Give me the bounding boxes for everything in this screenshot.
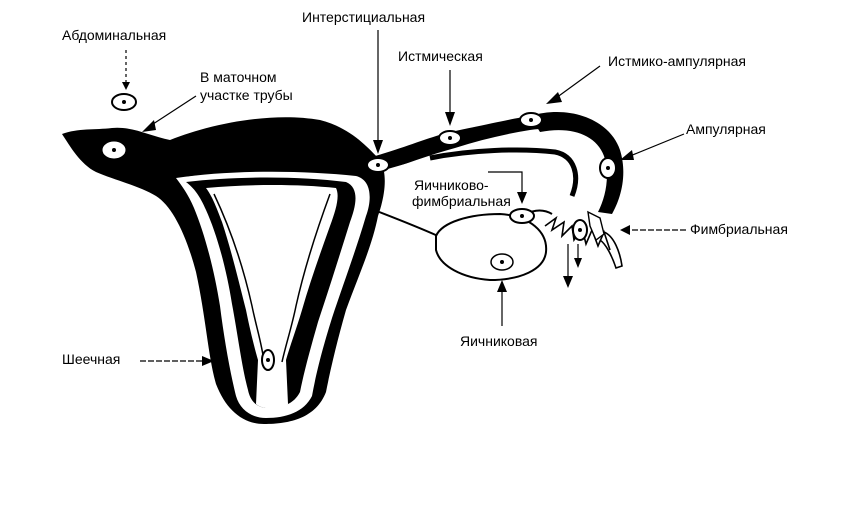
tube-lumen (379, 138, 595, 207)
implantation-sites (102, 93, 617, 371)
label-isthmic: Истмическая (398, 48, 483, 64)
embryo-ampullary (599, 157, 617, 179)
embryo-cervical (261, 349, 275, 371)
uterine-cavity (206, 185, 338, 409)
fallopian-tube (360, 111, 624, 270)
pointer-arrows (122, 30, 686, 366)
label-uterine-part-line2: участке трубы (200, 87, 293, 103)
ovary (435, 212, 548, 282)
ampulla-inner (429, 147, 579, 197)
decidua-dotted (185, 155, 345, 177)
label-ampullary: Ампулярная (686, 121, 766, 137)
tube-ampulla (530, 111, 624, 214)
embryo-ovarian (490, 253, 514, 271)
label-isthmic-ampullary: Истмико-ампулярная (608, 53, 746, 69)
label-ovarian-fimbrial-line2: фимбриальная (412, 193, 511, 209)
ovarian-ligament (373, 209, 439, 237)
embryo-abdominal (111, 93, 137, 111)
fimbriae-tuft (587, 210, 605, 242)
fimbriae (544, 215, 623, 270)
labels: Абдоминальная В маточном участке трубы И… (62, 9, 788, 367)
label-abdominal: Абдоминальная (62, 27, 166, 43)
label-fimbrial: Фимбриальная (690, 221, 788, 237)
embryo-fimbrial (572, 219, 588, 241)
label-ovarian: Яичниковая (460, 333, 538, 349)
arrow-ampullary (629, 133, 685, 157)
label-uterine-part-line1: В маточном (200, 69, 277, 85)
embryo-uterine-horn (102, 141, 126, 159)
embryo-interstitial (366, 157, 390, 173)
arrow-uterine-part (149, 95, 197, 127)
uterus (62, 117, 385, 424)
label-ovarian-fimbrial-line1: Яичниково- (414, 177, 489, 193)
embryo-isthmic-ampullary (519, 112, 543, 128)
label-cervical: Шеечная (62, 351, 120, 367)
arrow-isthmic-ampullary (555, 65, 601, 99)
embryo-ovarian-fimbrial (509, 208, 535, 224)
endometrium-line (213, 193, 331, 363)
label-interstitial: Интерстициальная (302, 9, 425, 25)
embryo-isthmic (438, 130, 462, 146)
arrow-ovarian-fimbrial (488, 171, 523, 196)
ovary-group (373, 209, 553, 282)
tube-isthmus (360, 114, 578, 176)
